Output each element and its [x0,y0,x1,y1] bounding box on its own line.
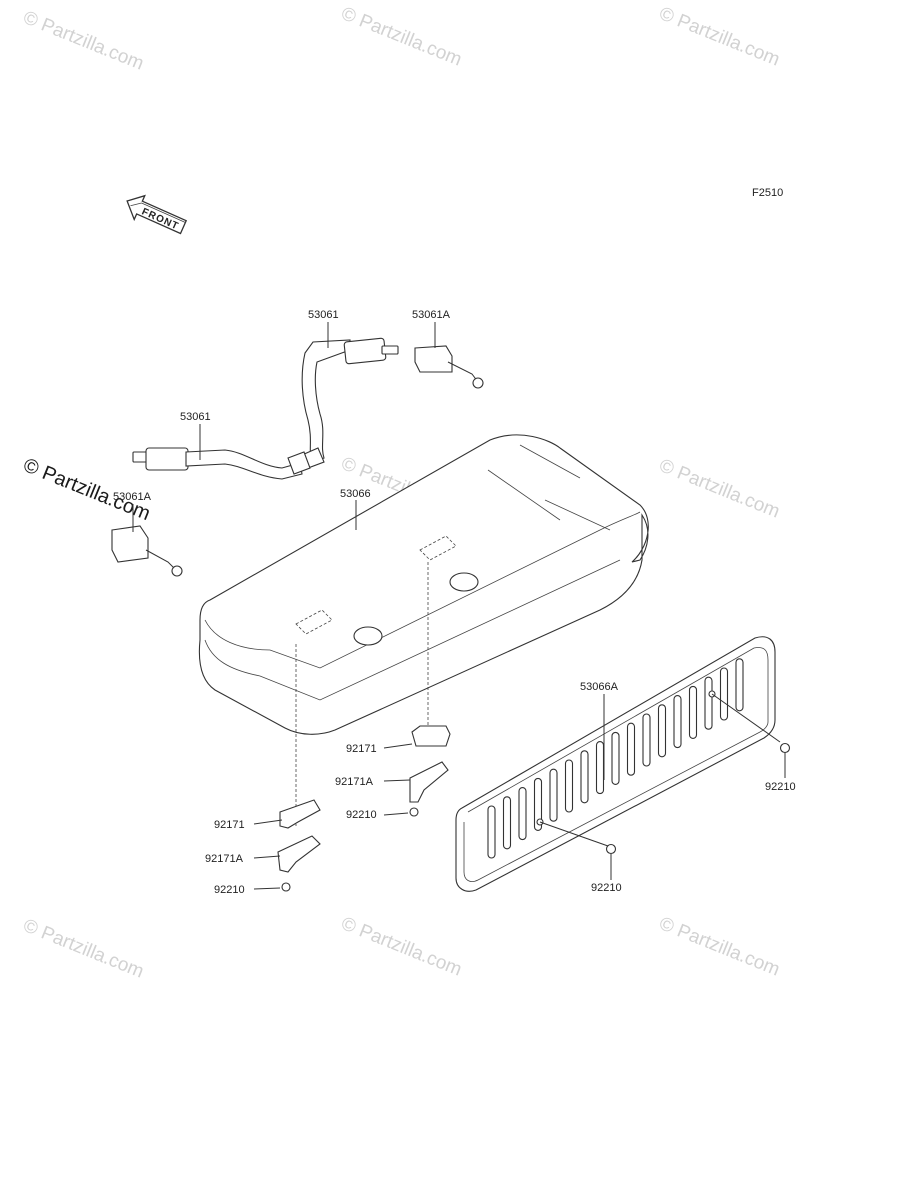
seat-back-slot [673,695,682,749]
label-92210-center: 92210 [346,809,377,821]
diagram-code: F2510 [752,187,783,199]
seat-back-slot [657,704,667,758]
label-53066a: 53066A [580,681,619,693]
watermark-mid-right: © Partzilla.com [656,455,783,522]
label-92171a-left: 92171A [205,853,244,865]
front-arrow: FRONT [126,194,188,235]
label-92210-back-lower: 92210 [591,882,622,894]
watermark-top-left: © Partzilla.com [20,7,147,74]
seat-back-slot [518,787,527,841]
label-92210-back-right: 92210 [765,781,796,793]
label-92171-left: 92171 [214,819,245,831]
seat-back-slot [735,658,744,712]
part-labels: 53061 53061A 53061 53061A 53066 53066A 9… [113,309,796,896]
label-92210-left: 92210 [214,884,245,896]
seat-back-slot [704,676,713,730]
nut-back-lower [605,843,617,855]
seat-back-slot [549,768,558,822]
label-53066: 53066 [340,488,371,500]
label-92171-center: 92171 [346,743,377,755]
watermark-bottom-center: © Partzilla.com [338,913,465,980]
seat-back-slot [642,713,651,767]
seat-back-slot [487,805,496,859]
seat-back [455,636,781,892]
nut-back-right [779,742,791,754]
seat-back-slot [580,750,589,804]
label-53061a-upper: 53061A [412,309,451,321]
seat-back-slot [564,759,574,813]
watermark-top-right: © Partzilla.com [656,3,783,70]
seat-back-slots [487,658,744,859]
label-53061-lower: 53061 [180,411,211,423]
watermark-top-center: © Partzilla.com [338,3,465,70]
label-92171a-center: 92171A [335,776,374,788]
watermark-bottom-right: © Partzilla.com [656,913,783,980]
label-53061-upper: 53061 [308,309,339,321]
bracket-a-center [409,761,449,803]
seat-cushion [198,434,649,826]
leader-lines [132,322,786,890]
nut-left [281,882,291,892]
seat-belt-lower [132,447,311,480]
seat-belt-upper [301,337,399,469]
seat-back-slot [611,731,620,785]
nut-center [409,807,419,817]
seat-back-slot [626,722,636,776]
buckle-upper [414,345,484,389]
bracket-center [411,725,451,747]
seat-back-slot [595,741,605,795]
bracket-a-left [277,835,321,873]
watermark-bottom-left: © Partzilla.com [20,915,147,982]
label-53061a-lower: 53061A [113,491,152,503]
seat-back-slot [719,667,729,721]
seat-back-slot [502,796,512,850]
seat-back-slot [688,685,698,739]
buckle-lower [111,525,183,577]
seat-back-slot [533,777,543,831]
bracket-left [279,799,321,829]
